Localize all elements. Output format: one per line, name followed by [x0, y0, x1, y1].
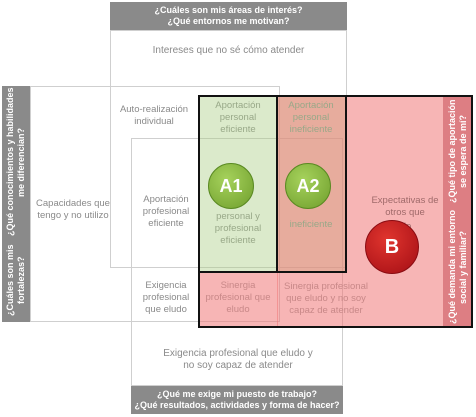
cell-aport-profesional-eficiente: Aportación profesional eficiente — [142, 194, 190, 229]
cell-expectativas: Expectativas de otros que — [371, 195, 439, 218]
cell-intereses-no-atender: Intereses que no sé cómo atender — [152, 45, 305, 56]
cell-aport-personal-eficiente: Aportación personal eficiente — [215, 100, 261, 135]
left-question-1: ¿Cuáles son mis fortalezas? — [5, 244, 26, 316]
cell-capacidades-no-utilizo: Capacidades que tengo y no utilizo — [36, 198, 110, 221]
cell-sinergia-no-capaz: Sinergia profesional que eludo y no soy … — [284, 281, 368, 316]
bottom-question-1: ¿Qué me exige mi puesto de trabajo? — [156, 389, 318, 399]
left-question-2: ¿Qué conocimientos y habilidades me dife… — [5, 87, 26, 237]
red-overlay — [277, 95, 473, 327]
cell-aport-personal-ineficiente: Aportación personal ineficiente — [288, 100, 334, 135]
marker-a1: A1 — [208, 163, 254, 209]
marker-b: B — [365, 220, 419, 274]
cell-personal-profesional-eficiente: personal y profesional eficiente — [214, 211, 262, 246]
marker-a2: A2 — [285, 163, 331, 209]
red-overlay-bottom — [198, 273, 278, 327]
cell-sinergia-eludo: Sinergia profesional que eludo — [205, 280, 271, 315]
cell-exigencia-eludo: Exigencia profesional que eludo — [142, 280, 190, 315]
bottom-question-band: ¿Qué me exige mi puesto de trabajo? ¿Qué… — [131, 386, 343, 414]
cell-autorealizacion: Auto-realización individual — [119, 104, 189, 127]
left-question-band: ¿Cuáles son mis fortalezas? ¿Qué conocim… — [2, 86, 30, 322]
outline-green-right — [276, 95, 347, 273]
cell-exigencia-no-capaz: Exigencia profesional que eludo y no soy… — [163, 348, 313, 371]
bottom-question-2: ¿Qué resultados, actividades y forma de … — [134, 400, 340, 410]
top-question-1: ¿Cuáles son mis áreas de interés? — [154, 5, 303, 15]
top-question-band: ¿Cuáles son mis áreas de interés? ¿Qué e… — [110, 2, 347, 30]
top-question-2: ¿Qué entornos me motivan? — [167, 16, 290, 26]
cell-ineficiente: ineficiente — [289, 219, 333, 230]
